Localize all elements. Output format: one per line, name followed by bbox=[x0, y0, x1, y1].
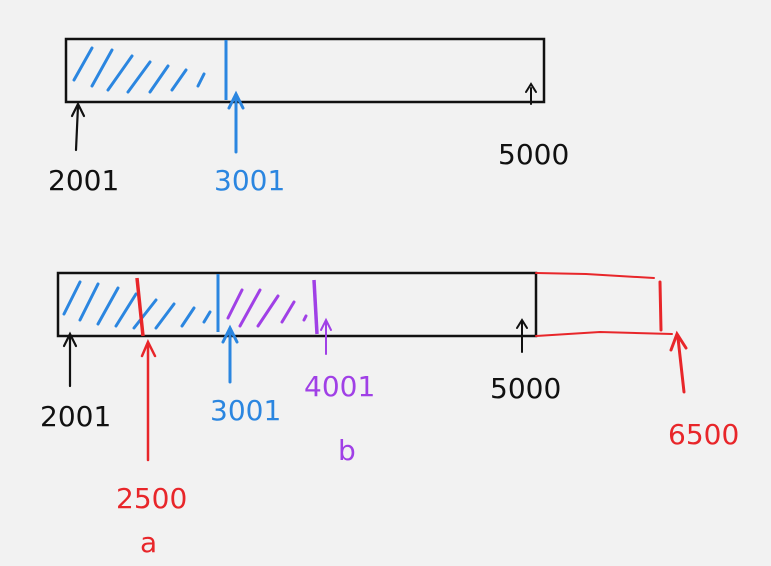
bottom-2500-label: 2500 bbox=[116, 482, 187, 515]
bottom-4001-arrow bbox=[320, 317, 332, 355]
top-3001-label: 3001 bbox=[214, 164, 285, 197]
bottom-6500-arrow bbox=[669, 330, 688, 394]
bottom-3001-label: 3001 bbox=[210, 394, 281, 427]
bottom-range-diagram: 2001 2500 a 3001 4001 b 5000 bbox=[40, 271, 739, 559]
top-range-diagram: 2001 3001 5000 bbox=[48, 37, 569, 197]
bottom-6500-label: 6500 bbox=[668, 418, 739, 451]
top-start-label: 2001 bbox=[48, 164, 119, 197]
bottom-a-letter: a bbox=[140, 526, 157, 559]
bottom-2500-arrow bbox=[140, 339, 157, 462]
top-blue-hatching bbox=[72, 46, 206, 94]
bottom-purple-hatching bbox=[226, 288, 308, 328]
top-3001-arrow bbox=[227, 90, 245, 154]
bottom-3001-arrow bbox=[221, 324, 239, 384]
bottom-b-letter: b bbox=[338, 434, 356, 467]
bottom-4001-marker bbox=[312, 279, 319, 335]
top-range-box bbox=[64, 37, 546, 104]
bottom-end-label: 5000 bbox=[490, 372, 561, 405]
top-end-label: 5000 bbox=[498, 138, 569, 171]
top-start-arrow bbox=[70, 101, 86, 152]
bottom-start-label: 2001 bbox=[40, 400, 111, 433]
bottom-start-arrow bbox=[62, 331, 78, 388]
bottom-blue-hatching bbox=[62, 280, 212, 330]
bottom-end-arrow bbox=[516, 318, 528, 353]
bottom-4001-label: 4001 bbox=[304, 370, 375, 403]
bottom-extension-6500 bbox=[535, 272, 673, 337]
bottom-2500-marker bbox=[135, 277, 145, 337]
top-end-arrow bbox=[525, 82, 537, 105]
bottom-range-box bbox=[56, 271, 538, 338]
